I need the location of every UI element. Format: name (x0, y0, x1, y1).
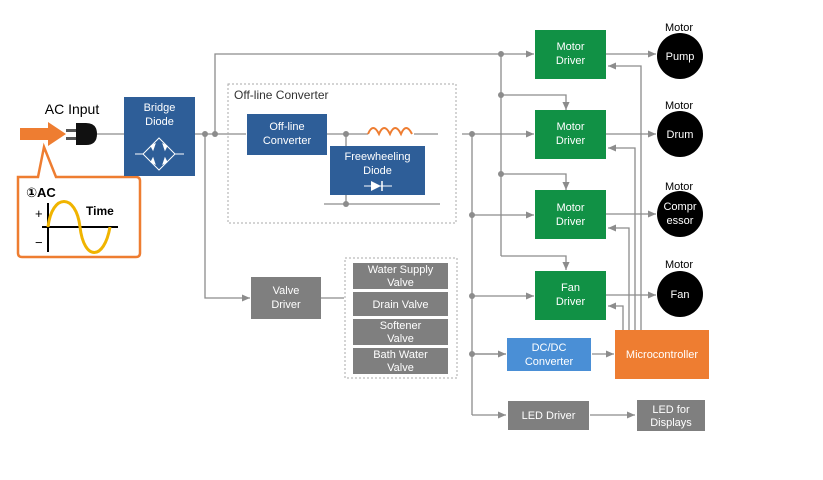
svg-text:Pump: Pump (666, 51, 695, 63)
motor-pump: Motor Pump (657, 22, 703, 79)
led-driver-block: LED Driver (508, 401, 589, 430)
led-displays-block: LED for Displays (637, 400, 705, 431)
svg-text:Compr: Compr (663, 201, 696, 213)
svg-text:Motor: Motor (556, 41, 584, 53)
inductor-coil-icon (367, 127, 413, 137)
svg-text:Off-line: Off-line (269, 121, 304, 133)
callout-minus: − (35, 235, 43, 250)
diode-icon (364, 181, 392, 191)
svg-text:Valve: Valve (273, 285, 300, 297)
ac-input-label: AC Input (45, 101, 100, 117)
sine-wave (46, 200, 112, 254)
bridge-diode-line1: Bridge (144, 102, 176, 114)
svg-text:Fan: Fan (671, 289, 690, 301)
valve-softener: Softener Valve (353, 319, 448, 345)
valve-bath-water: Bath Water Valve (353, 348, 448, 374)
ac-input: AC Input (20, 101, 99, 146)
motor-caption: Motor (665, 259, 693, 271)
svg-text:Driver: Driver (556, 216, 586, 228)
motor-drum: Motor Drum (657, 100, 703, 157)
svg-text:Driver: Driver (556, 296, 586, 308)
offline-converter-block: Off-line Converter (247, 114, 327, 155)
valve-group: Water Supply Valve Drain Valve Softener … (344, 257, 458, 379)
svg-text:Driver: Driver (271, 299, 301, 311)
svg-text:Fan: Fan (561, 282, 580, 294)
svg-text:LED for: LED for (652, 404, 690, 416)
svg-text:Valve: Valve (387, 362, 414, 374)
svg-text:Converter: Converter (263, 135, 312, 147)
valve-water-supply: Water Supply Valve (353, 263, 448, 289)
motor-compressor: Motor Compr essor (657, 181, 703, 237)
motor-driver-compressor: Motor Driver (535, 190, 606, 239)
motor-caption: Motor (665, 181, 693, 193)
power-plug-icon (20, 122, 97, 146)
svg-text:Microcontroller: Microcontroller (626, 349, 698, 361)
svg-text:Freewheeling: Freewheeling (344, 151, 410, 163)
callout-plus: + (35, 206, 43, 221)
offline-converter-group-title: Off-line Converter (234, 88, 328, 102)
motor-fan: Motor Fan (657, 259, 703, 317)
offline-converter-group: Off-line Converter Off-line Converter Fr… (227, 83, 457, 224)
svg-text:Drum: Drum (667, 129, 694, 141)
svg-text:DC/DC: DC/DC (532, 342, 567, 354)
svg-text:①AC: ①AC (26, 185, 56, 200)
diode-bridge-icon (135, 137, 184, 171)
svg-text:LED Driver: LED Driver (522, 410, 576, 422)
callout-time-label: Time (86, 204, 114, 218)
ac-waveform-callout: ①AC + − Time (16, 142, 142, 259)
svg-text:Bath Water: Bath Water (373, 349, 428, 361)
motor-caption: Motor (665, 100, 693, 112)
dcdc-converter-block: DC/DC Converter (507, 338, 591, 371)
svg-text:Water Supply: Water Supply (368, 264, 434, 276)
svg-text:Motor: Motor (556, 202, 584, 214)
svg-text:Drain Valve: Drain Valve (372, 299, 428, 311)
svg-text:Converter: Converter (525, 356, 574, 368)
motor-caption: Motor (665, 22, 693, 34)
microcontroller-block: Microcontroller (615, 330, 709, 379)
bridge-diode-block: Bridge Diode (124, 97, 195, 176)
svg-text:Driver: Driver (556, 135, 586, 147)
svg-text:Softener: Softener (380, 320, 422, 332)
fan-driver: Fan Driver (535, 271, 606, 320)
svg-text:Driver: Driver (556, 55, 586, 67)
freewheeling-diode-block: Freewheeling Diode (330, 146, 425, 195)
svg-text:Valve: Valve (387, 277, 414, 289)
svg-text:Diode: Diode (363, 165, 392, 177)
wires (96, 50, 656, 419)
svg-text:essor: essor (667, 215, 694, 227)
valve-driver-block: Valve Driver (251, 277, 321, 319)
bridge-diode-line2: Diode (145, 116, 174, 128)
junction-dots (202, 51, 504, 357)
motor-driver-drum: Motor Driver (535, 110, 606, 159)
valve-drain: Drain Valve (353, 292, 448, 316)
svg-text:Valve: Valve (387, 333, 414, 345)
callout-number: ① (26, 185, 37, 200)
motor-driver-pump: Motor Driver (535, 30, 606, 79)
callout-title: AC (37, 185, 56, 200)
svg-text:Motor: Motor (556, 121, 584, 133)
svg-text:Displays: Displays (650, 417, 692, 429)
